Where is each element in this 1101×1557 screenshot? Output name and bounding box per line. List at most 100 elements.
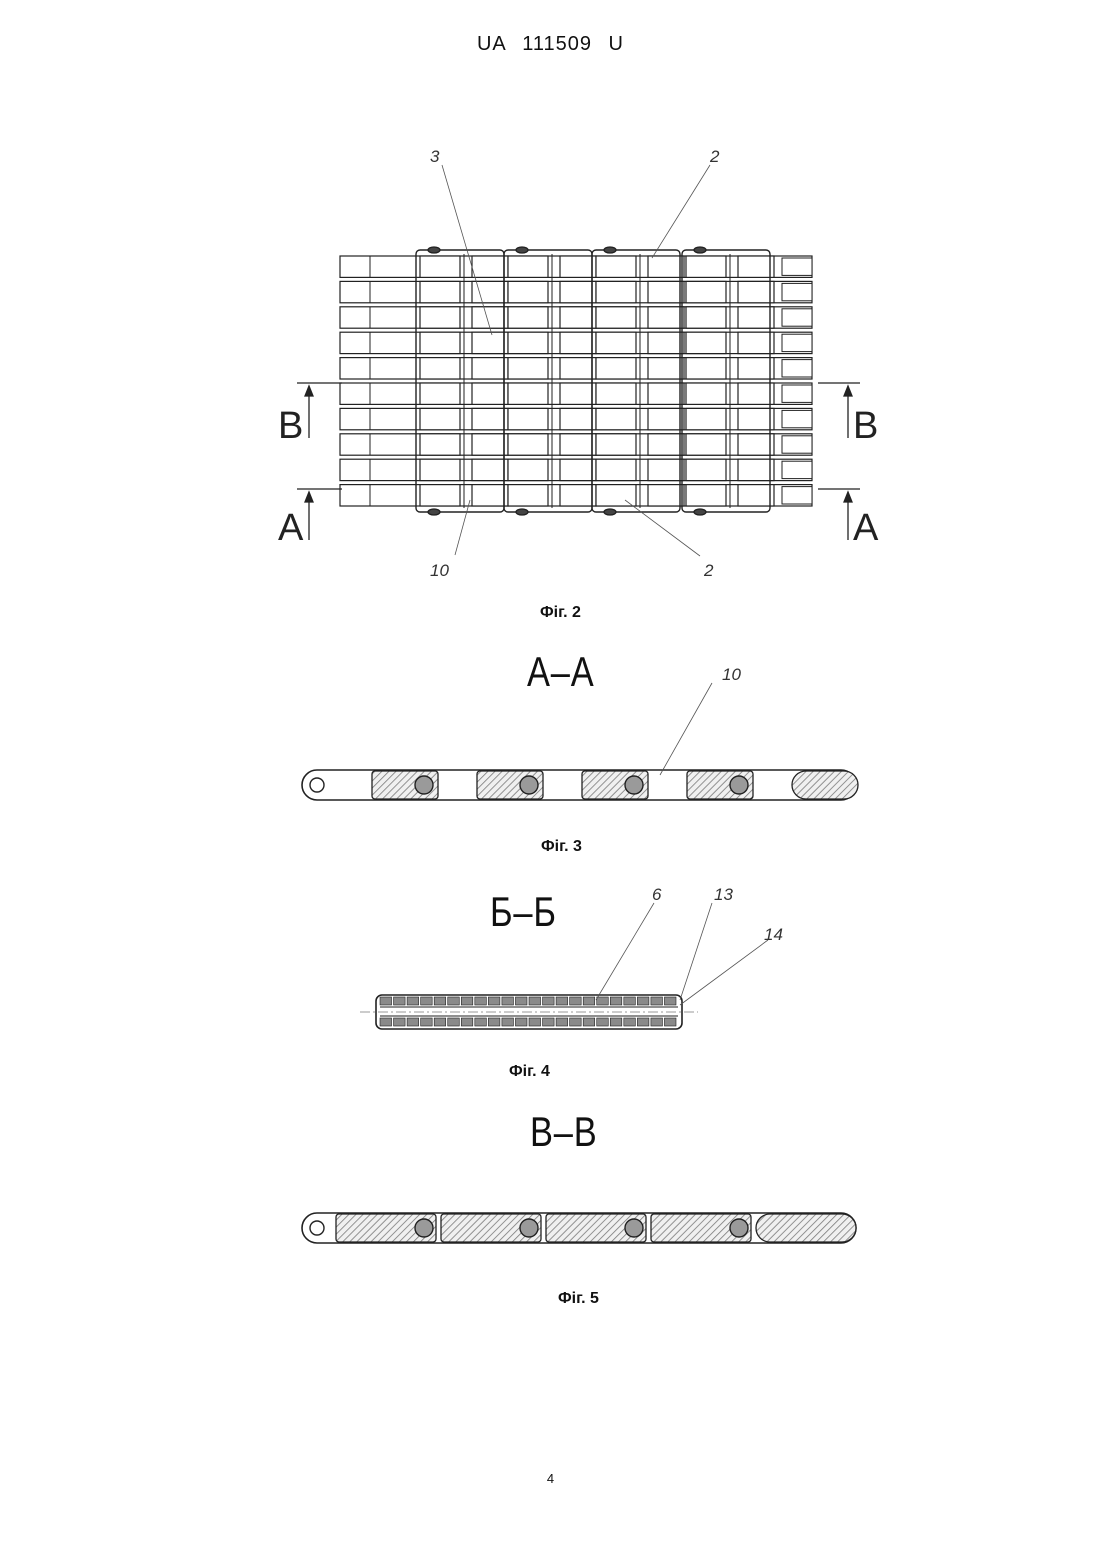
- rib-segment: [648, 459, 684, 480]
- rib-segment: [472, 485, 508, 506]
- rib-segment: [686, 256, 726, 277]
- callout-13: 13: [714, 885, 733, 904]
- grip-block: [610, 1018, 622, 1026]
- rib-segment: [420, 358, 460, 379]
- pin: [625, 776, 643, 794]
- rib-segment: [420, 485, 460, 506]
- grip-block: [515, 997, 527, 1005]
- rib-segment: [420, 332, 460, 353]
- edge-tab: [782, 283, 812, 300]
- grip-block: [570, 1018, 582, 1026]
- callout-10-fig3: 10: [722, 665, 741, 684]
- rib-segment: [738, 459, 774, 480]
- end-hole: [310, 778, 324, 792]
- grip-block: [610, 997, 622, 1005]
- rib-segment: [472, 332, 508, 353]
- edge-tab: [782, 385, 812, 402]
- pin-head: [428, 509, 440, 515]
- grip-block: [434, 997, 446, 1005]
- grip-block: [664, 1018, 676, 1026]
- hatched-link: [792, 771, 858, 799]
- grip-block: [529, 997, 541, 1005]
- rib-segment: [738, 358, 774, 379]
- pin-head: [516, 509, 528, 515]
- rib-segment: [596, 281, 636, 302]
- rib-segment: [420, 281, 460, 302]
- rib-segment: [560, 307, 596, 328]
- pin-head: [694, 247, 706, 253]
- rib-segment: [686, 307, 726, 328]
- grip-block: [543, 997, 555, 1005]
- grip-block: [515, 1018, 527, 1026]
- rib-segment: [560, 485, 596, 506]
- section-mark-v-left: В: [278, 405, 303, 447]
- rib-segment: [686, 383, 726, 404]
- rib-segment: [560, 408, 596, 429]
- rib-segment: [560, 383, 596, 404]
- grip-block: [570, 997, 582, 1005]
- rib-segment: [560, 332, 596, 353]
- grip-block: [597, 997, 609, 1005]
- grip-block: [529, 1018, 541, 1026]
- rib-segment: [472, 256, 508, 277]
- callout-2-top: 2: [709, 147, 720, 166]
- rib-segment: [596, 383, 636, 404]
- grip-block: [475, 997, 487, 1005]
- callout-10: 10: [430, 561, 449, 580]
- rib-segment: [508, 485, 548, 506]
- grip-block: [461, 1018, 473, 1026]
- grip-block: [407, 1018, 419, 1026]
- leader-line-6: [596, 903, 654, 1000]
- edge-tab: [782, 258, 812, 275]
- rib-segment: [738, 307, 774, 328]
- grip-block: [461, 997, 473, 1005]
- rib-segment: [420, 307, 460, 328]
- page-number: 4: [0, 1471, 1101, 1486]
- figure-2-belt-plan: [340, 247, 812, 515]
- grip-block: [637, 1018, 649, 1026]
- pin-head: [604, 247, 616, 253]
- caption-fig-5: Фіг. 5: [558, 1290, 599, 1308]
- section-mark-a-right: А: [853, 507, 879, 549]
- callout-14: 14: [764, 925, 783, 944]
- section-title-bb: Б–Б: [490, 888, 557, 936]
- rib-segment: [560, 434, 596, 455]
- section-mark-v-right: В: [853, 405, 878, 447]
- rib-segment: [648, 307, 684, 328]
- rib-segment: [738, 332, 774, 353]
- rib-segment: [472, 383, 508, 404]
- rib-segment: [560, 281, 596, 302]
- grip-block: [543, 1018, 555, 1026]
- rib-segment: [508, 332, 548, 353]
- grip-block: [488, 997, 500, 1005]
- leader-line-10-fig3: [660, 683, 712, 775]
- rib-segment: [686, 281, 726, 302]
- rib-segment: [738, 485, 774, 506]
- grip-block: [488, 1018, 500, 1026]
- rib-segment: [472, 408, 508, 429]
- grip-block: [597, 1018, 609, 1026]
- rib-segment: [686, 459, 726, 480]
- pin: [415, 1219, 433, 1237]
- rib-segment: [648, 358, 684, 379]
- leader-line-10: [455, 500, 470, 555]
- edge-tab: [782, 360, 812, 377]
- rib-segment: [648, 485, 684, 506]
- leader-line-13: [680, 903, 712, 1000]
- grip-block: [407, 997, 419, 1005]
- grip-block: [380, 997, 392, 1005]
- figure-4-section-bb: [360, 995, 698, 1029]
- grip-block: [421, 997, 433, 1005]
- leader-line-2-top: [652, 165, 710, 258]
- rib-segment: [686, 358, 726, 379]
- rib-segment: [508, 358, 548, 379]
- grip-block: [664, 997, 676, 1005]
- rib-segment: [596, 256, 636, 277]
- leader-line-2-bottom: [625, 500, 700, 556]
- rib-segment: [420, 383, 460, 404]
- rib-segment: [738, 408, 774, 429]
- rib-segment: [648, 281, 684, 302]
- grip-block: [434, 1018, 446, 1026]
- pin: [625, 1219, 643, 1237]
- edge-tab: [782, 436, 812, 453]
